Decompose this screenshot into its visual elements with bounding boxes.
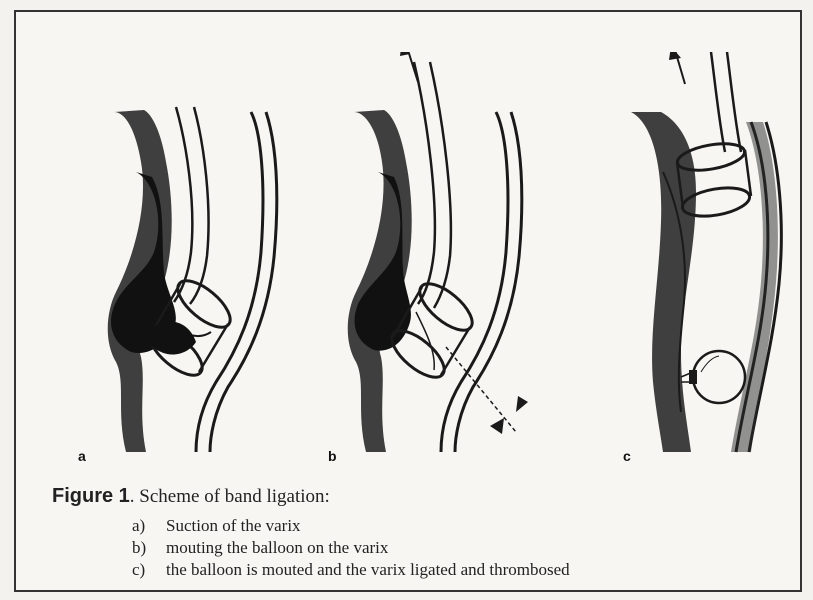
list-item-text: the balloon is mouted and the varix liga…: [166, 559, 570, 581]
list-item: a) Suction of the varix: [132, 515, 780, 537]
esophageal-wall-left: [631, 112, 696, 452]
esophageal-wall-right: [196, 112, 263, 452]
figure-number: Figure 1: [52, 485, 130, 507]
panel-c-label: c: [623, 448, 631, 464]
panel-c: c: [601, 52, 791, 472]
list-item: b) mouting the balloon on the varix: [132, 537, 780, 559]
esophageal-wall-right-outer: [210, 112, 277, 452]
endoscope-tube-left: [414, 62, 435, 304]
figure-frame: a: [14, 10, 802, 592]
figure-caption: Figure 1. Scheme of band ligation: a) Su…: [52, 484, 780, 581]
panel-b-label: b: [328, 448, 337, 464]
caption-list: a) Suction of the varix b) mouting the b…: [132, 515, 780, 581]
panel-b-illustration: [306, 52, 556, 472]
panel-a: a: [56, 52, 286, 472]
panel-c-illustration: [601, 52, 791, 472]
ligated-varix: [681, 351, 745, 403]
endoscope-tube-right: [727, 52, 741, 152]
panel-a-illustration: [56, 52, 286, 472]
list-item-text: mouting the balloon on the varix: [166, 537, 388, 559]
list-item: c) the balloon is mouted and the varix l…: [132, 559, 780, 581]
esophageal-wall-right-tissue: [731, 122, 778, 452]
list-item-marker: c): [132, 559, 166, 581]
withdraw-arrow: [669, 52, 685, 84]
panel-b: b: [306, 52, 556, 472]
endoscope-tube-left: [174, 107, 192, 302]
list-item-marker: b): [132, 537, 166, 559]
caption-title-text: . Scheme of band ligation:: [130, 486, 330, 507]
panel-a-label: a: [78, 448, 86, 464]
endoscope-tube-left: [711, 52, 725, 152]
list-item-text: Suction of the varix: [166, 515, 301, 537]
esophageal-wall-right-outer: [455, 112, 522, 452]
esophageal-wall-right: [441, 112, 508, 452]
list-item-marker: a): [132, 515, 166, 537]
caption-title: Figure 1. Scheme of band ligation:: [52, 484, 780, 509]
